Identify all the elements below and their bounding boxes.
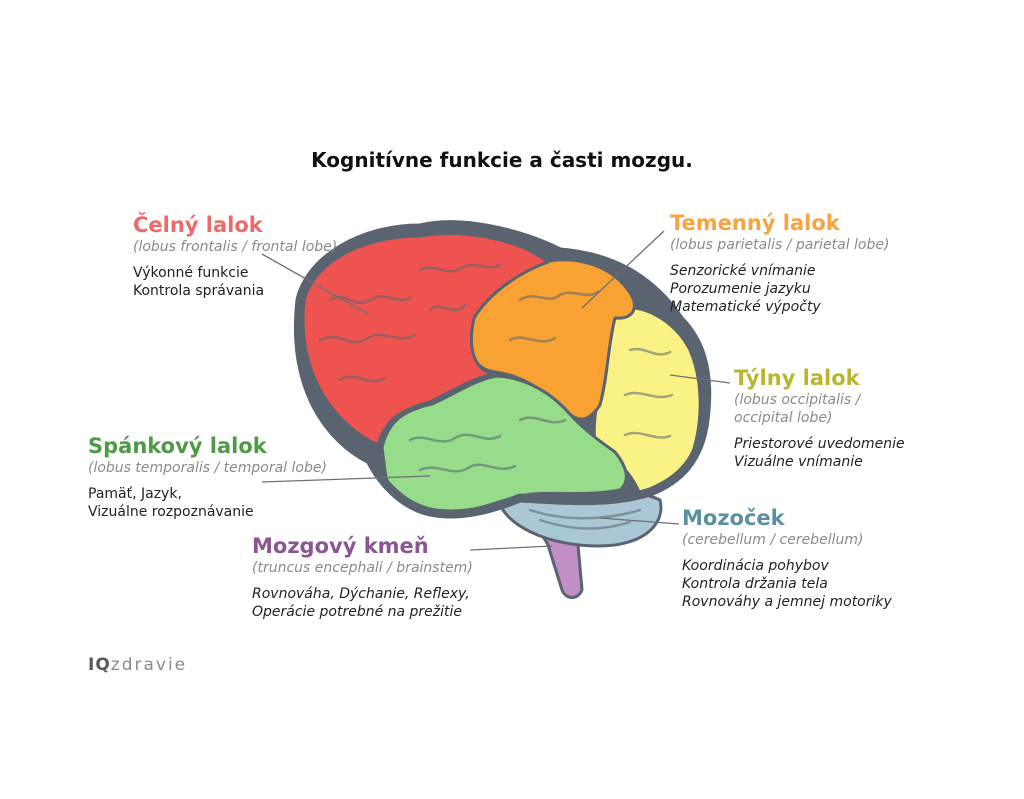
frontal-region [301, 232, 550, 447]
frontal-lobe-label: Čelný lalok (lobus frontalis / frontal l… [133, 212, 337, 300]
page-title: Kognitívne funkcie a časti mozgu. [311, 148, 693, 172]
cerebellum-pointer [599, 517, 680, 525]
temporal-lobe-name: Spánkový lalok [88, 434, 267, 458]
temporal-lobe-latin: (lobus temporalis / temporal lobe) [88, 460, 327, 476]
cerebellum-function: Rovnováhy a jemnej motoriky [682, 594, 892, 610]
parietal-function: Porozumenie jazyku [670, 281, 811, 297]
frontal-lobe-latin: (lobus frontalis / frontal lobe) [133, 239, 338, 255]
logo-rest: zdravie [110, 655, 188, 675]
iqzdravie-logo: IQzdravie [88, 655, 187, 675]
occipital-pointer [669, 374, 731, 384]
brain-outline-stroke [294, 220, 712, 519]
parietal-function: Matematické výpočty [670, 299, 821, 315]
brainstem-function: Rovnováha, Dýchanie, Reflexy, [252, 586, 470, 602]
cerebellum-function: Koordinácia pohybov [682, 558, 829, 574]
parietal-function: Senzorické vnímanie [670, 263, 816, 279]
temporal-lobe-label: Spánkový lalok (lobus temporalis / tempo… [88, 433, 327, 521]
brainstem-label: Mozgový kmeň (truncus encephali / brains… [252, 533, 473, 621]
cerebellum-latin: (cerebellum / cerebellum) [682, 532, 864, 548]
pointer-lines [261, 230, 731, 551]
occipital-function: Vizuálne vnímanie [734, 454, 863, 470]
temporal-function: Vizuálne rozpoznávanie [88, 504, 254, 520]
occipital-lobe-latin: (lobus occipitalis / [734, 392, 861, 408]
cerebellum-name: Mozoček [682, 506, 785, 530]
cerebellum-function: Kontrola držania tela [682, 576, 828, 592]
parietal-lobe-latin: (lobus parietalis / parietal lobe) [670, 237, 890, 253]
frontal-function: Výkonné funkcie [133, 265, 249, 281]
occipital-function: Priestorové uvedomenie [734, 436, 905, 452]
brainstem-latin: (truncus encephali / brainstem) [252, 560, 473, 576]
frontal-lobe-name: Čelný lalok [133, 213, 263, 237]
frontal-pointer [261, 253, 369, 315]
occipital-lobe-latin: occipital lobe) [734, 410, 833, 426]
temporal-function: Pamäť, Jazyk, [88, 486, 182, 502]
temporal-pointer [261, 475, 431, 483]
parietal-lobe-label: Temenný lalok (lobus parietalis / pariet… [670, 210, 889, 316]
frontal-function: Kontrola správania [133, 283, 265, 299]
brain-sulci [318, 263, 674, 530]
brainstem-name: Mozgový kmeň [252, 534, 429, 558]
logo-bold: IQ [88, 655, 111, 675]
occipital-lobe-label: Týlny lalok (lobus occipitalis / occipit… [734, 365, 905, 471]
cerebellum-label: Mozoček (cerebellum / cerebellum) Koordi… [682, 505, 892, 611]
parietal-lobe-name: Temenný lalok [670, 211, 840, 235]
brainstem-function: Operácie potrebné na prežitie [252, 604, 463, 620]
occipital-lobe-name: Týlny lalok [734, 366, 860, 390]
parietal-pointer [581, 230, 665, 309]
brainstem-pointer [469, 545, 553, 551]
